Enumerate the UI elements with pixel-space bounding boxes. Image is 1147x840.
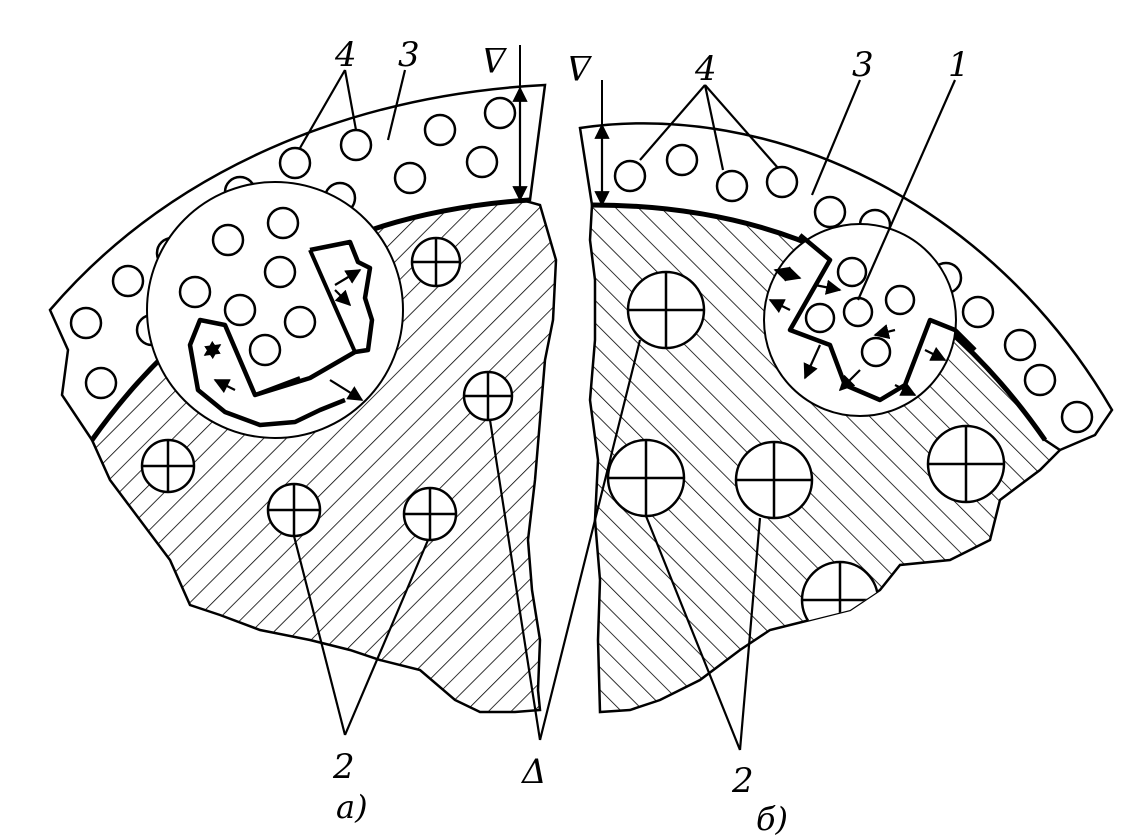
left-zone-holes — [178, 206, 317, 367]
left-label-2: 2 — [332, 747, 355, 787]
left-panel — [48, 45, 558, 741]
inclusion — [402, 486, 458, 542]
inclusion — [606, 438, 686, 518]
right-label-3: 3 — [852, 45, 874, 85]
inclusion — [926, 424, 1006, 504]
left-label-delta: Δ — [481, 39, 508, 79]
left-label-4: 4 — [334, 35, 357, 75]
right-label-delta: Δ — [566, 47, 593, 87]
right-leaders — [538, 79, 957, 751]
right-label-1: 1 — [948, 45, 970, 85]
left-inclusions — [140, 236, 514, 542]
left-leaders — [292, 69, 542, 741]
right-label-2: 2 — [731, 761, 754, 801]
right-zone-arrows — [768, 266, 947, 396]
inclusion — [410, 236, 462, 288]
label-delta-bottom: Δ — [520, 752, 547, 792]
left-coating-holes — [69, 96, 517, 400]
caption-b: б) — [756, 800, 788, 835]
caption-a: а) — [336, 788, 368, 826]
left-label-3: 3 — [398, 35, 420, 75]
inclusion — [266, 482, 322, 538]
right-step-contour — [787, 233, 977, 403]
inclusion — [734, 440, 814, 520]
left-zone-arrows — [203, 269, 364, 401]
right-inclusions — [606, 270, 1006, 520]
inclusion — [462, 370, 514, 422]
inclusion — [626, 270, 706, 350]
inclusion — [140, 438, 196, 494]
labels: 4 3 Δ 4 3 1 Δ 2 Δ 2 а) б) — [332, 35, 970, 838]
right-zone-holes — [804, 256, 916, 368]
right-panel — [538, 79, 1114, 751]
right-label-4: 4 — [694, 49, 717, 89]
